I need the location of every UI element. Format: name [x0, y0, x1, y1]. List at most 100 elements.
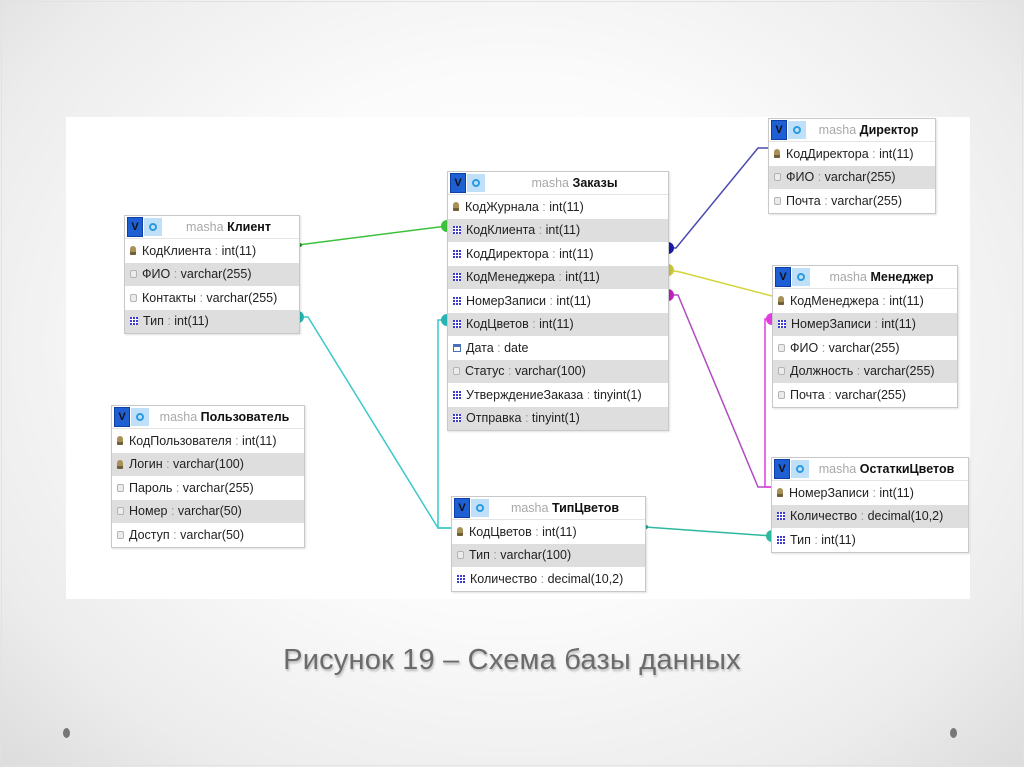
- column-name: Дата: [466, 340, 494, 355]
- database-name: masha: [531, 176, 569, 190]
- table-header[interactable]: V masha Заказы: [448, 172, 668, 195]
- table-ostatki-tsvetov[interactable]: V masha ОстаткиЦветов НомерЗаписи : int(…: [771, 457, 969, 553]
- column-type: int(11): [221, 243, 257, 258]
- column-row[interactable]: КодДиректора : int(11): [769, 142, 935, 166]
- column-type: varchar(255): [180, 267, 252, 282]
- table-menedzher[interactable]: V masha Менеджер КодМенеджера : int(11) …: [772, 265, 958, 408]
- gear-icon[interactable]: [467, 174, 485, 192]
- text-field-icon: [117, 483, 124, 492]
- table-header[interactable]: V masha Клиент: [125, 216, 299, 239]
- column-type: varchar(255): [206, 290, 278, 305]
- gear-icon[interactable]: [131, 408, 149, 426]
- column-row[interactable]: Номер : varchar(50): [112, 499, 304, 523]
- column-row[interactable]: Доступ : varchar(50): [112, 523, 304, 547]
- toggle-columns-button[interactable]: V: [771, 120, 787, 140]
- column-row[interactable]: Должность : varchar(255): [773, 359, 957, 383]
- column-row[interactable]: Количество : decimal(10,2): [772, 504, 968, 528]
- numeric-field-icon: [453, 390, 461, 399]
- column-type: varchar(100): [173, 457, 244, 472]
- column-type: varchar(100): [514, 364, 586, 379]
- column-row[interactable]: ФИО : varchar(255): [769, 165, 935, 189]
- column-name: Тип: [143, 314, 164, 329]
- table-klient[interactable]: V masha Клиент КодКлиента : int(11) ФИО …: [124, 215, 300, 334]
- table-zakazy[interactable]: V masha Заказы КодЖурнала : int(11) КодК…: [447, 171, 669, 431]
- column-row[interactable]: КодКлиента : int(11): [125, 239, 299, 263]
- database-name: masha: [186, 220, 224, 234]
- toggle-columns-button[interactable]: V: [775, 267, 791, 287]
- numeric-field-icon: [453, 320, 461, 329]
- toggle-columns-button[interactable]: V: [114, 407, 130, 427]
- column-type: int(11): [879, 485, 914, 500]
- text-field-icon: [774, 173, 781, 182]
- column-type: int(11): [556, 293, 591, 308]
- primary-key-icon: [774, 149, 780, 159]
- column-name: КодКлиента: [142, 243, 212, 258]
- column-name: Доступ: [129, 527, 170, 542]
- column-row[interactable]: УтверждениеЗаказа : tinyint(1): [448, 383, 668, 407]
- table-direktor[interactable]: V masha Директор КодДиректора : int(11) …: [768, 118, 936, 214]
- gear-icon[interactable]: [471, 499, 489, 517]
- table-header[interactable]: V masha ОстаткиЦветов: [772, 458, 968, 481]
- column-row[interactable]: КодКлиента : int(11): [448, 218, 668, 242]
- column-row[interactable]: Логин : varchar(100): [112, 452, 304, 476]
- column-type: varchar(255): [182, 480, 254, 495]
- column-row[interactable]: ФИО : varchar(255): [125, 262, 299, 286]
- column-row[interactable]: Тип : int(11): [772, 528, 968, 552]
- column-name: Отправка: [466, 411, 522, 426]
- column-name: Номер: [129, 504, 168, 519]
- gear-icon[interactable]: [792, 268, 810, 286]
- gear-icon[interactable]: [144, 218, 162, 236]
- table-header[interactable]: V masha Директор: [769, 119, 935, 142]
- column-type: varchar(255): [828, 340, 900, 355]
- column-row[interactable]: Статус : varchar(100): [448, 359, 668, 383]
- column-row[interactable]: Отправка : tinyint(1): [448, 406, 668, 430]
- column-row[interactable]: Тип : int(11): [125, 309, 299, 333]
- gear-icon[interactable]: [788, 121, 806, 139]
- column-row[interactable]: КодЦветов : int(11): [448, 312, 668, 336]
- table-tiptsvetov[interactable]: V masha ТипЦветов КодЦветов : int(11) Ти…: [451, 496, 646, 592]
- column-row[interactable]: НомерЗаписи : int(11): [448, 289, 668, 313]
- column-row[interactable]: Тип : varchar(100): [452, 543, 645, 567]
- column-type: int(11): [889, 293, 924, 308]
- column-row[interactable]: КодПользователя : int(11): [112, 429, 304, 453]
- column-row[interactable]: КодМенеджера : int(11): [773, 289, 957, 313]
- column-row[interactable]: КодДиректора : int(11): [448, 242, 668, 266]
- column-row[interactable]: Количество : decimal(10,2): [452, 567, 645, 591]
- toggle-columns-button[interactable]: V: [454, 498, 470, 518]
- column-row[interactable]: Почта : varchar(255): [769, 189, 935, 213]
- table-polzovatel[interactable]: V masha Пользователь КодПользователя : i…: [111, 405, 305, 548]
- column-name: КодЦветов: [469, 524, 532, 539]
- column-row[interactable]: Пароль : varchar(255): [112, 476, 304, 500]
- column-row[interactable]: НомерЗаписи : int(11): [773, 312, 957, 336]
- gear-icon[interactable]: [791, 460, 809, 478]
- column-row[interactable]: Почта : varchar(255): [773, 383, 957, 407]
- column-row[interactable]: КодМенеджера : int(11): [448, 265, 668, 289]
- column-row[interactable]: КодЦветов : int(11): [452, 520, 645, 544]
- database-name: masha: [818, 462, 857, 476]
- column-row[interactable]: КодЖурнала : int(11): [448, 195, 668, 219]
- numeric-field-icon: [453, 226, 461, 235]
- database-name: masha: [829, 270, 867, 284]
- column-name: Тип: [469, 548, 490, 563]
- column-row[interactable]: Дата : date: [448, 336, 668, 360]
- table-header[interactable]: V masha Пользователь: [112, 406, 304, 429]
- column-type: varchar(255): [835, 387, 907, 402]
- column-row[interactable]: Контакты : varchar(255): [125, 286, 299, 310]
- column-name: НомерЗаписи: [791, 317, 871, 332]
- toggle-columns-button[interactable]: V: [774, 459, 790, 479]
- text-field-icon: [117, 530, 124, 539]
- column-name: КодЦветов: [466, 317, 529, 332]
- table-header[interactable]: V masha Менеджер: [773, 266, 957, 289]
- toggle-columns-button[interactable]: V: [127, 217, 143, 237]
- unique-key-icon: [117, 459, 123, 469]
- column-type: decimal(10,2): [867, 509, 944, 524]
- column-type: int(11): [821, 532, 856, 547]
- column-row[interactable]: ФИО : varchar(255): [773, 336, 957, 360]
- text-field-icon: [778, 343, 785, 352]
- primary-key-icon: [778, 296, 784, 306]
- toggle-columns-button[interactable]: V: [450, 173, 466, 193]
- table-header[interactable]: V masha ТипЦветов: [452, 497, 645, 520]
- text-field-icon: [778, 367, 785, 376]
- column-row[interactable]: НомерЗаписи : int(11): [772, 481, 968, 505]
